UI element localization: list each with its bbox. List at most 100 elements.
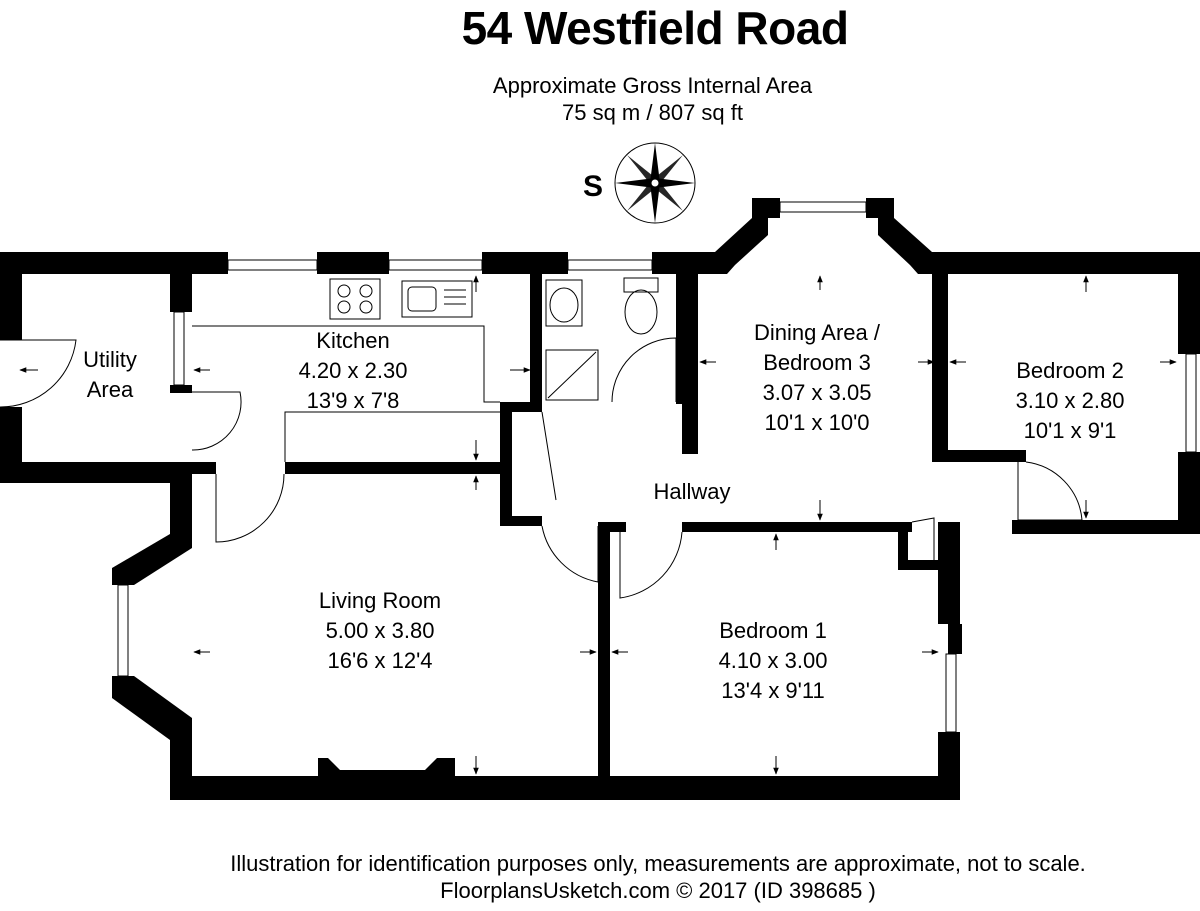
bathroom-fixtures xyxy=(545,277,659,401)
window xyxy=(779,201,867,213)
wall xyxy=(682,274,698,454)
wall xyxy=(598,522,626,532)
window xyxy=(1185,353,1197,453)
door-swing xyxy=(611,337,677,403)
dining-name-line1: Dining Area / xyxy=(754,320,881,345)
walls xyxy=(0,198,1200,800)
door-swing xyxy=(911,517,935,560)
wall xyxy=(317,252,389,274)
wall xyxy=(1178,452,1200,534)
bedroom2-imperial: 10'1 x 9'1 xyxy=(1024,418,1117,443)
disclaimer: Illustration for identification purposes… xyxy=(0,850,1200,904)
dining-metric: 3.07 x 3.05 xyxy=(763,380,872,405)
wall xyxy=(752,198,780,218)
wall xyxy=(285,462,500,474)
wall xyxy=(932,252,1200,274)
fireplace xyxy=(318,758,455,776)
wall xyxy=(482,252,568,274)
living-metric: 5.00 x 3.80 xyxy=(326,618,435,643)
dimension-arrows xyxy=(19,275,1177,775)
wall xyxy=(0,462,192,483)
wall xyxy=(170,474,192,534)
window xyxy=(131,697,173,731)
bedroom1-imperial: 13'4 x 9'11 xyxy=(721,678,824,703)
hallway-name: Hallway xyxy=(653,479,730,504)
wall xyxy=(0,252,22,340)
disclaimer-text: Illustration for identification purposes… xyxy=(230,851,1086,876)
door-swing xyxy=(215,473,285,543)
wall xyxy=(500,402,542,412)
wall xyxy=(898,560,938,570)
window xyxy=(131,534,173,566)
door-swing xyxy=(541,411,599,583)
window xyxy=(734,221,766,251)
wall xyxy=(598,522,610,776)
dining-name-line2: Bedroom 3 xyxy=(763,350,871,375)
bedroom1-metric: 4.10 x 3.00 xyxy=(719,648,828,673)
wall xyxy=(170,385,192,393)
wall xyxy=(500,402,512,526)
window xyxy=(117,584,129,677)
wall xyxy=(112,534,192,585)
wall xyxy=(192,462,216,474)
toilet-cistern-icon xyxy=(623,277,659,293)
bedroom2-name: Bedroom 2 xyxy=(1016,358,1124,383)
wall xyxy=(170,776,960,800)
window xyxy=(945,653,957,733)
wall xyxy=(932,274,948,460)
doors xyxy=(0,337,1083,599)
toilet-icon xyxy=(624,289,658,335)
plan-title: 54 Westfield Road xyxy=(461,2,849,54)
kitchen-fixtures xyxy=(192,278,500,462)
kitchen-name: Kitchen xyxy=(316,328,389,353)
window xyxy=(139,687,181,721)
wall xyxy=(866,198,894,218)
compass-rose-icon xyxy=(614,142,696,224)
area-caption: Approximate Gross Internal Area xyxy=(492,73,813,98)
shower-tray-icon xyxy=(545,349,599,401)
wall xyxy=(530,274,542,412)
door-swing xyxy=(0,339,77,408)
wall xyxy=(500,516,542,526)
gross-internal-area: Approximate Gross Internal Area 75 sq m … xyxy=(0,72,1200,126)
copyright-text: FloorplansUsketch.com © 2017 (ID 398685 … xyxy=(440,878,876,903)
window xyxy=(567,259,653,271)
wall xyxy=(948,624,962,654)
utility-name-line2: Area xyxy=(87,377,134,402)
wall xyxy=(932,450,1026,462)
wall xyxy=(898,522,908,570)
bedroom1-name: Bedroom 1 xyxy=(719,618,827,643)
wall xyxy=(1178,252,1200,354)
window xyxy=(388,259,483,271)
window xyxy=(173,311,185,386)
window xyxy=(227,259,318,271)
window xyxy=(139,544,181,576)
living-imperial: 16'6 x 12'4 xyxy=(327,648,432,673)
kitchen-imperial: 13'9 x 7'8 xyxy=(307,388,400,413)
utility-name-line1: Utility xyxy=(83,347,137,372)
wall xyxy=(170,274,192,312)
door-swing xyxy=(619,526,683,599)
wall xyxy=(652,252,727,274)
bedroom2-metric: 3.10 x 2.80 xyxy=(1016,388,1125,413)
door-swing xyxy=(191,391,242,451)
wall xyxy=(682,522,912,532)
sink-icon xyxy=(401,280,473,318)
wall xyxy=(938,522,960,624)
washbasin-icon xyxy=(545,279,583,327)
dining-imperial: 10'1 x 10'0 xyxy=(764,410,869,435)
window xyxy=(880,221,912,251)
room-labels: Utility Area Kitchen 4.20 x 2.30 13'9 x … xyxy=(83,320,1124,703)
kitchen-metric: 4.20 x 2.30 xyxy=(299,358,408,383)
wall xyxy=(938,732,960,800)
wall xyxy=(676,274,686,404)
windows xyxy=(117,201,1197,733)
wall xyxy=(0,252,228,274)
compass-letter: S xyxy=(583,170,603,203)
hob-icon xyxy=(329,278,381,320)
door-swing xyxy=(1017,461,1083,521)
area-value: 75 sq m / 807 sq ft xyxy=(562,100,743,125)
living-name: Living Room xyxy=(319,588,441,613)
wall xyxy=(1012,520,1200,534)
